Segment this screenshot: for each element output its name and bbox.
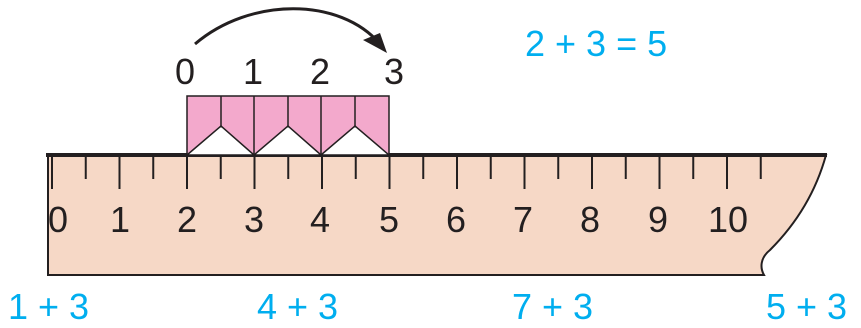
hop-labels: 0 1 2 3 [175,51,404,92]
hop-label: 1 [243,51,263,92]
exercise-item: 5 + 3 [766,286,847,327]
ruler-label: 9 [648,199,668,240]
ruler-labels: 0 1 2 3 4 5 6 7 8 9 10 [48,199,748,240]
ruler-label: 8 [580,199,600,240]
ruler-label: 2 [177,199,197,240]
hop-arrow [194,7,382,46]
hop-label: 0 [175,51,195,92]
ruler-ticks [51,157,762,189]
exercise-item: 1 + 3 [8,286,89,327]
hop-strip-notches [184,125,392,156]
arrow-head-icon [363,33,387,53]
hop-strip [184,95,392,156]
exercise-item: 4 + 3 [257,286,338,327]
ruler-label: 1 [110,199,130,240]
hop-label: 2 [310,51,330,92]
hop-label: 3 [384,51,404,92]
ruler-label: 5 [379,199,399,240]
ruler-label: 4 [310,199,330,240]
equation-text: 2 + 3 = 5 [525,23,667,64]
exercise-item: 7 + 3 [512,286,593,327]
ruler-label: 6 [446,199,466,240]
ruler-label: 10 [708,199,748,240]
ruler-body [47,154,828,276]
ruler-label: 3 [244,199,264,240]
ruler-label: 7 [513,199,533,240]
ruler-label: 0 [48,199,68,240]
